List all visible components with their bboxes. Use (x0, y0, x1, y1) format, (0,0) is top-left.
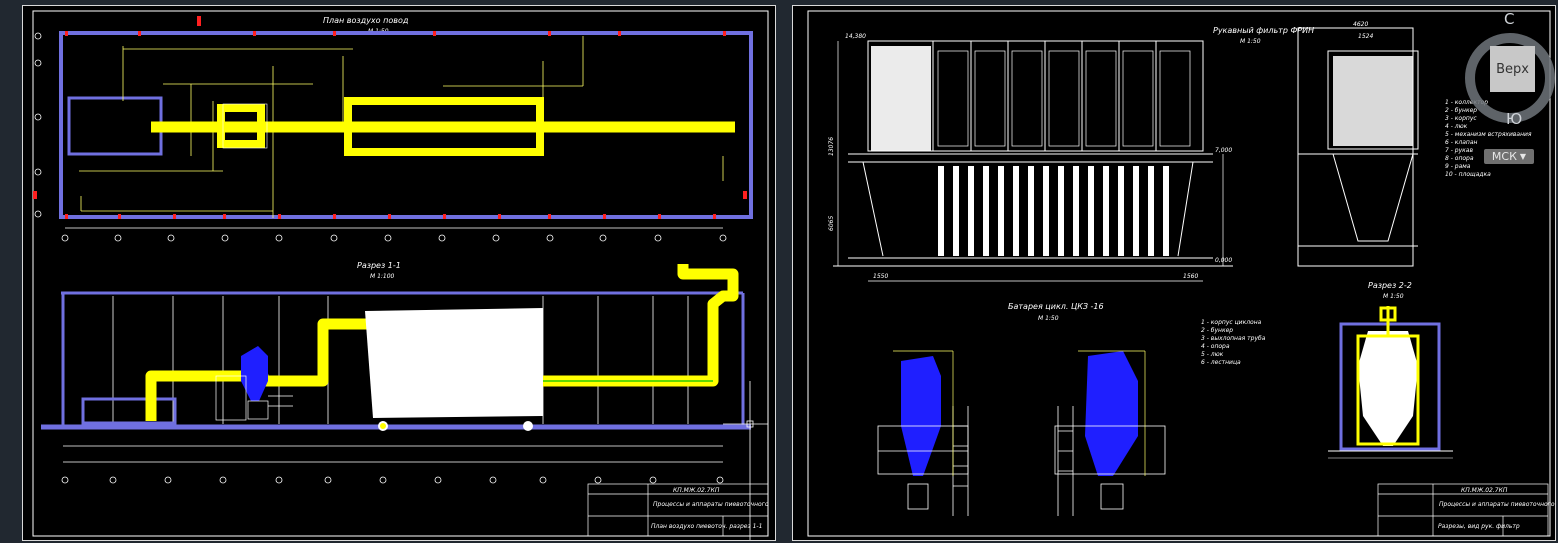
cyclone-view-front (901, 356, 941, 476)
section-2-frame (1339, 322, 1441, 451)
ucs-label: МСК (1491, 150, 1517, 163)
left-inner-frame (32, 10, 769, 537)
cyclone-title: Батарея цикл. ЦКЗ -16 (1008, 302, 1104, 311)
plan-room-box (67, 96, 163, 156)
cyclone-legend: 1 - корпус циклона 2 - бункер 3 - выхлоп… (1201, 319, 1266, 366)
legend-item: 8 - опора (1445, 155, 1474, 162)
section-2-title: Разрез 2-2 (1368, 281, 1412, 290)
section-1-scale: М 1:100 (370, 273, 395, 280)
plan-cyclone-unit (217, 104, 265, 148)
filter-title: Рукавный фильтр ФРИН (1213, 26, 1314, 35)
cyclone-legend-item: 6 - лестница (1201, 359, 1241, 366)
plan-axis-markers (33, 16, 747, 219)
left-title-block (587, 483, 769, 537)
plan-filter-unit (344, 97, 544, 156)
dim-height-total: 13076 (828, 137, 835, 156)
dim-side-width: 4620 (1353, 21, 1368, 28)
dim-side-inner: 1524 (1358, 33, 1373, 40)
legend-item: 3 - корпус (1445, 115, 1477, 122)
plan-title: План воздухо повод (323, 16, 409, 25)
drawing-sheet-left[interactable]: План воздухо повод М 1:50 (22, 5, 776, 541)
cyclone-scale: М 1:50 (1038, 315, 1059, 322)
legend-item: 9 - рама (1445, 163, 1471, 170)
dim-width-right: 1560 (1183, 273, 1198, 280)
drawing-sheet-right[interactable]: Рукавный фильтр ФРИН М 1:50 (792, 5, 1556, 541)
filter-scale: М 1:50 (1240, 38, 1261, 45)
legend-item: 6 - клапан (1445, 139, 1478, 146)
cyclone-legend-item: 5 - люк (1201, 351, 1224, 358)
dim-width-left: 1550 (873, 273, 888, 280)
dim-level-bottom: 0,000 (1215, 257, 1232, 264)
plan-axis-bubbles-left (34, 32, 42, 218)
dim-level-top: 7,000 (1215, 147, 1232, 154)
compass-north-label[interactable]: С (1504, 10, 1515, 28)
right-title-header: КП.МЖ.02.7КП (1461, 487, 1508, 494)
legend-item: 7 - рукав (1445, 147, 1473, 154)
section-1-base-block (81, 397, 177, 425)
filter-side-view (1297, 27, 1419, 267)
left-title-drawing: План воздухо пиевоточ. разрез 1-1 (651, 523, 762, 530)
cyclone-legend-item: 2 - бункер (1201, 327, 1233, 334)
cyclone-legend-item: 1 - корпус циклона (1201, 319, 1262, 326)
filter-dimensions (837, 41, 1224, 282)
section-1-dimension-line (63, 445, 723, 463)
dim-height-lower: 6065 (828, 216, 835, 231)
cyclone-legend-item: 3 - выхлопная труба (1201, 335, 1266, 342)
filter-upper-cells (937, 50, 1191, 147)
viewcube-top-face[interactable]: Верх (1490, 46, 1535, 92)
filter-main-view (833, 40, 1233, 267)
crosshair-cursor (723, 381, 768, 540)
right-title-drawing: Разрезы, вид рук. фильтр (1438, 523, 1520, 530)
right-title-product: Процессы и аппараты пиевоточного (1439, 501, 1555, 508)
section-1-title: Разрез 1-1 (357, 261, 401, 270)
section-1-cyclone (241, 346, 268, 401)
section-2-highlight (1356, 306, 1420, 446)
left-drawing-canvas: План воздухо повод М 1:50 (32, 10, 769, 540)
ucs-dropdown[interactable]: МСК ▼ (1484, 149, 1534, 164)
filter-collector-block (871, 46, 931, 151)
legend-item: 4 - люк (1445, 123, 1468, 130)
chevron-down-icon: ▼ (1519, 152, 1527, 161)
plan-axis-bubbles-bottom (61, 227, 727, 242)
section-1-building-frame (41, 291, 751, 430)
legend-item: 5 - механизм встряхивания (1445, 131, 1532, 138)
right-title-block (1377, 483, 1549, 537)
right-drawing-canvas: Рукавный фильтр ФРИН М 1:50 (807, 10, 1555, 537)
left-title-product: Процессы и аппараты пиевоточного (653, 501, 769, 508)
compass-south-label[interactable]: Ю (1506, 110, 1523, 128)
cyclone-view-side (1085, 351, 1138, 476)
legend-item: 1 - коллектор (1445, 99, 1488, 106)
cyclone-dimensions (893, 350, 1146, 476)
left-title-header: КП.МЖ.02.7КП (673, 487, 720, 494)
plan-dimension-lines (79, 36, 724, 218)
legend-item: 10 - площадка (1445, 171, 1491, 178)
section-1-bag-filter (365, 308, 543, 418)
section-2-scale: М 1:50 (1383, 293, 1404, 300)
filter-bag-columns (938, 166, 1169, 256)
section-1-axis-bubbles (61, 476, 724, 484)
cyclone-legend-item: 4 - опора (1201, 343, 1230, 350)
filter-legend: 1 - коллектор 2 - бункер 3 - корпус 4 - … (1445, 99, 1532, 178)
right-inner-frame (807, 10, 1551, 537)
legend-item: 2 - бункер (1445, 107, 1477, 114)
section-2-filter-body (1358, 331, 1418, 446)
plan-building-outline (59, 31, 753, 219)
viewcube-ring[interactable] (1460, 10, 1556, 170)
dim-top-left: 14,380 (845, 33, 866, 40)
